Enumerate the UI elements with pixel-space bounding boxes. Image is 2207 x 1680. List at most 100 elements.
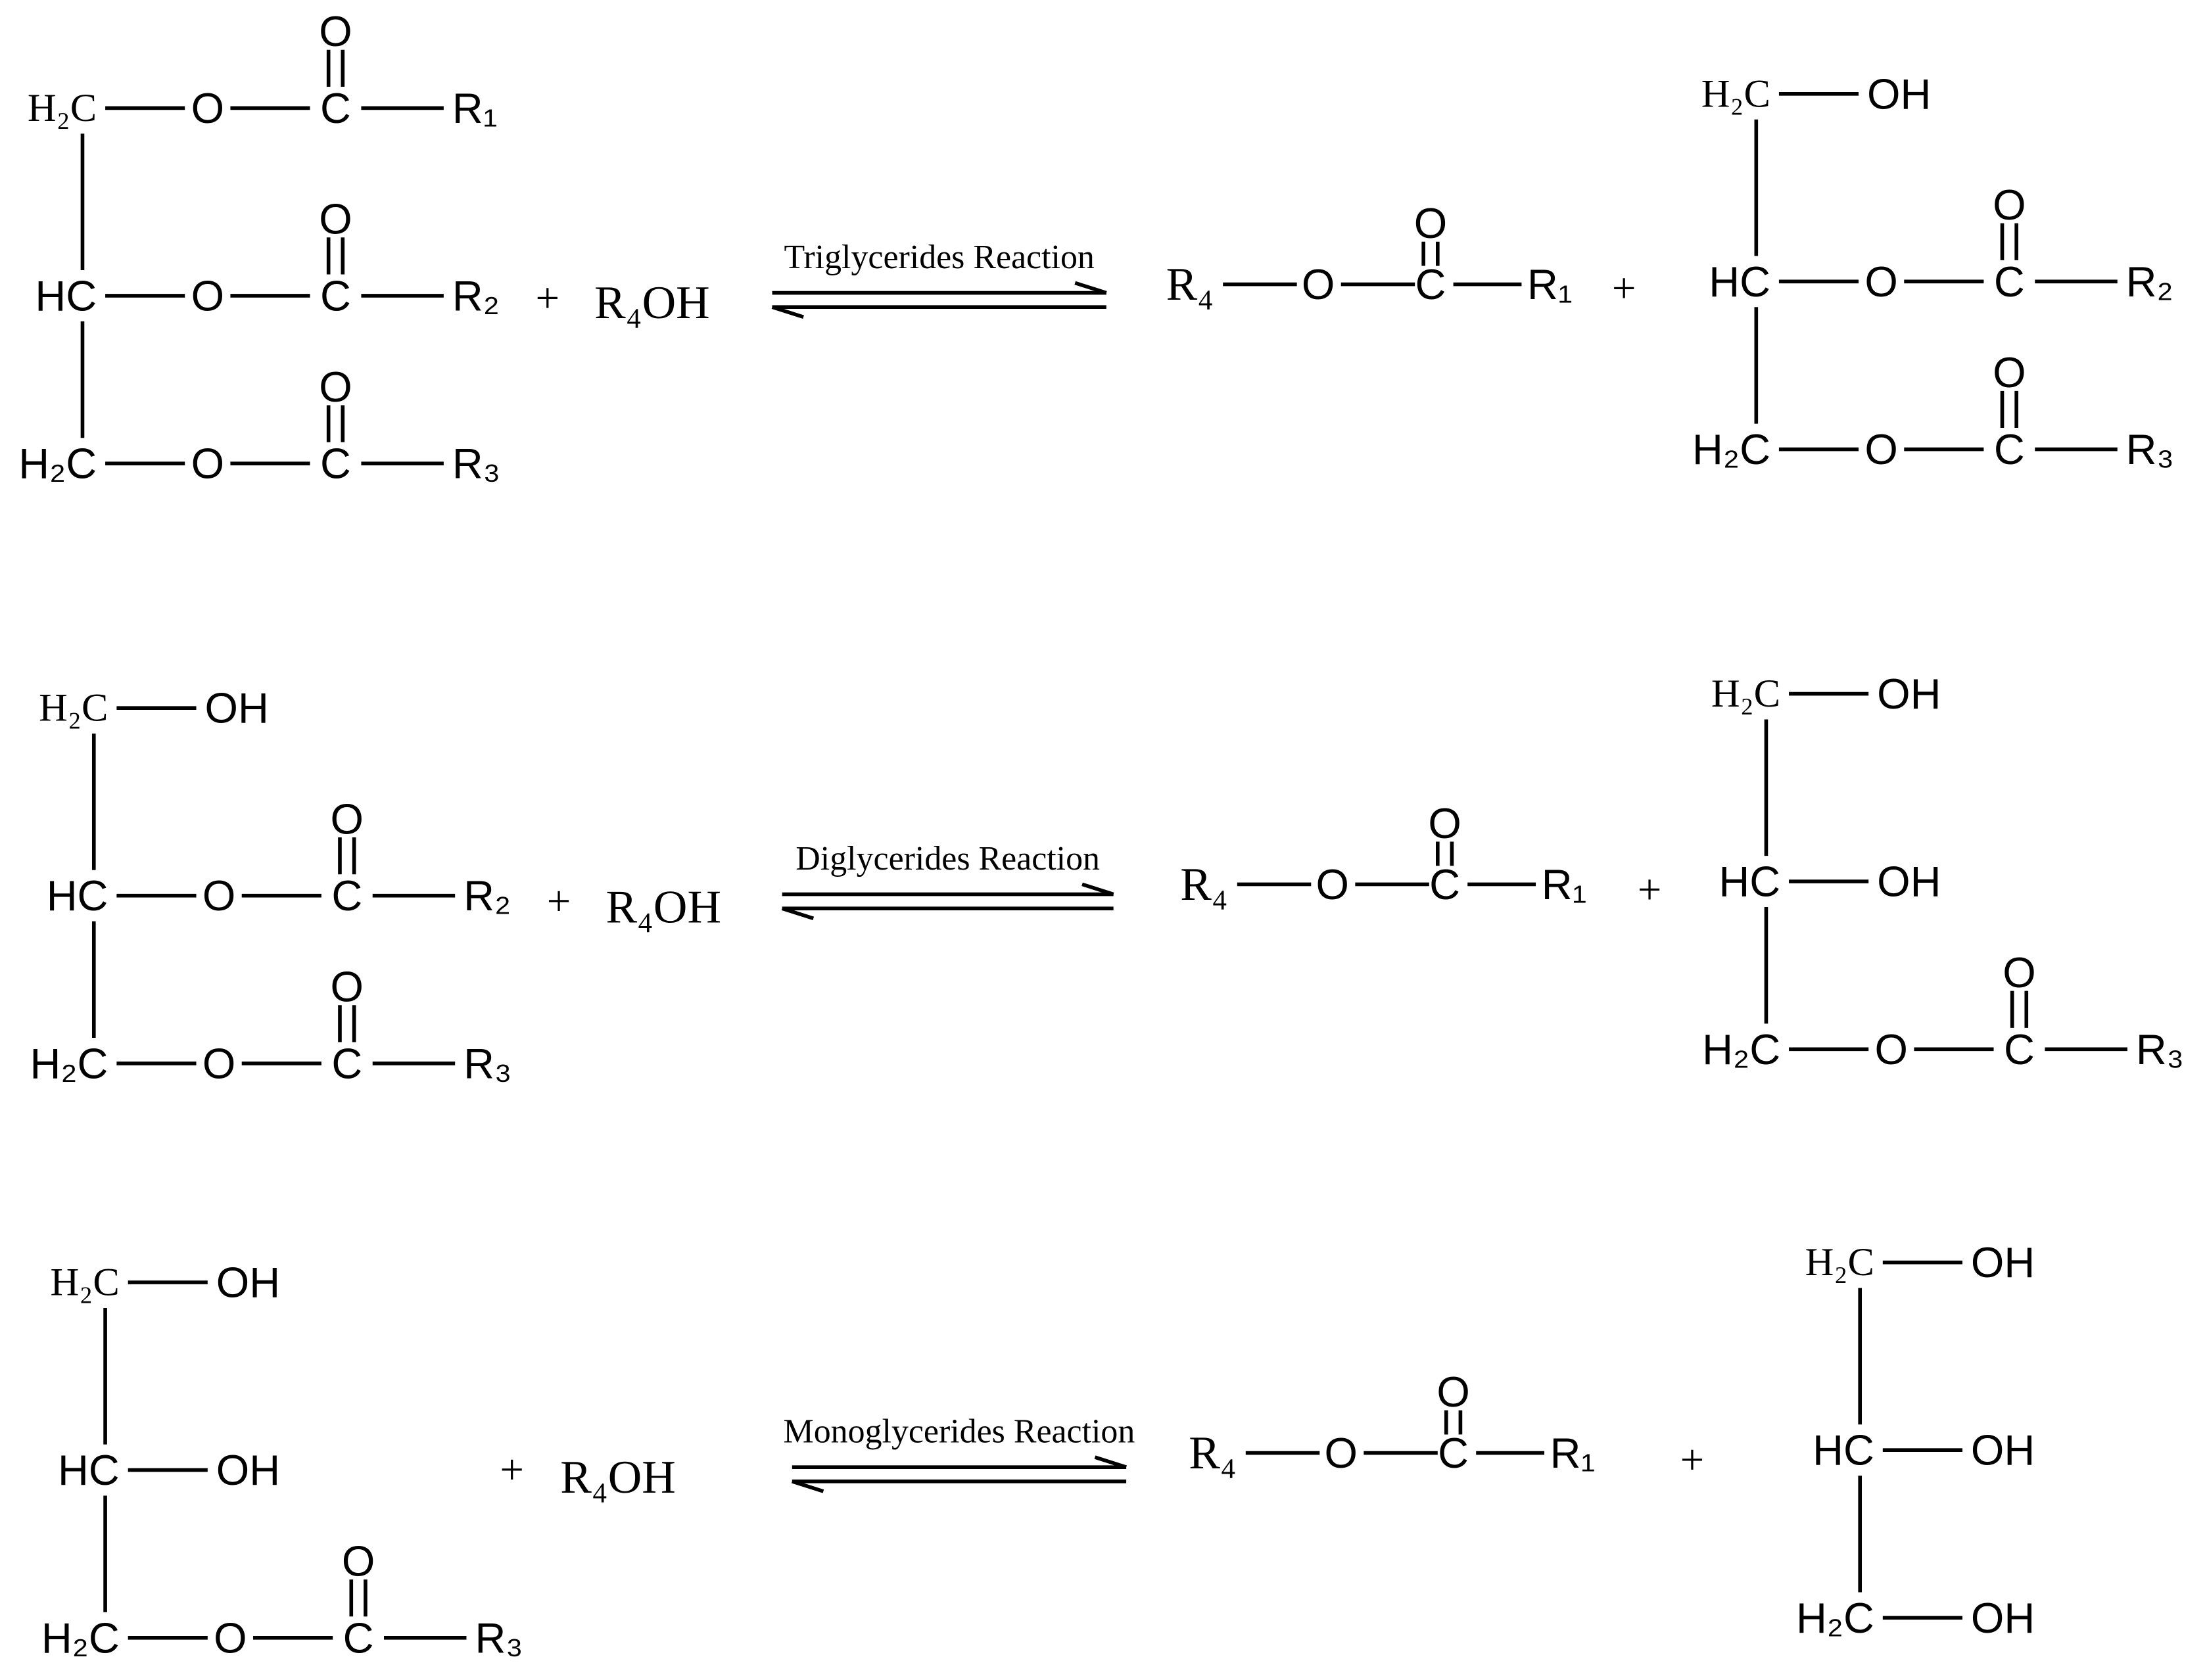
reaction-1-product-glyceride-row-2-ester-oxygen: O [1864,258,1897,306]
reaction-2-ester-product-ester-oxygen: O [1316,860,1349,908]
reaction-3-equilibrium-arrow-forward-half-head [1094,1455,1127,1469]
reaction-2-reactant-glyceride-row-3-ester-oxygen: O [202,1039,235,1087]
reaction-3-plus-sign-1: + [500,1447,524,1494]
reaction-2-equilibrium-arrow-reverse-half-head [781,906,815,920]
reaction-3-reactant-glyceride-row-3-carbonyl-carbon: C [343,1614,374,1662]
reaction-1-equilibrium-arrow-forward-half-head [1074,281,1107,295]
reaction-1-plus-sign-1: + [535,275,559,322]
reaction-1-plus-sign-2: + [1612,265,1636,312]
reaction-2-reactant-glyceride-row-2-ester-oxygen: O [202,872,235,920]
reaction-3-equilibrium-arrow-label: Monoglycerides Reaction [784,1413,1135,1451]
reaction-1-reactant-glyceride-row-3-r-group: R₃ [452,440,500,488]
reaction-1-reactant-glyceride-row-1-ester-oxygen: O [191,84,224,132]
reaction-2-reactant-glyceride-row-2-r-group: R₂ [463,872,511,920]
reaction-3-ester-product-ester-oxygen: O [1324,1429,1357,1477]
reaction-1-product-glyceride-row-3-ester-oxygen: O [1864,425,1897,473]
reaction-2-reactant-glyceride-row-3-carbon-label: H₂C [30,1039,108,1087]
reaction-1-reactant-glyceride-row-1-carbonyl-oxygen: O [319,7,352,55]
reaction-2-product-glyceride-row-3-r-group: R₃ [2136,1025,2184,1073]
reaction-2-product-glyceride-row-2-hydroxyl: OH [1877,858,1941,906]
reaction-1-reactant-glyceride-row-2-carbon-label: HC [35,271,97,319]
reaction-2-reactant-glyceride-row-1-hydroxyl: OH [204,684,268,732]
reaction-1-reactant-glyceride-row-2-carbonyl-carbon: C [320,271,351,319]
reaction-2-equilibrium-arrow-forward-half-head [1081,882,1114,897]
reaction-2-ester-product-carbonyl-carbon: C [1429,860,1460,908]
reaction-1-product-glyceride-row-2-carbonyl-oxygen: O [1993,181,2026,229]
reaction-1-ester-product-carbonyl-oxygen: O [1414,199,1447,247]
reaction-3-ester-product-carbonyl-carbon: C [1438,1429,1469,1477]
reaction-1-reactant-glyceride-row-2-carbonyl-oxygen: O [319,195,352,243]
reaction-2-product-glyceride-row-3-carbonyl-carbon: C [2004,1025,2035,1073]
reaction-1-equilibrium-arrow-label: Triglycerides Reaction [784,239,1094,276]
reaction-2-product-glyceride-row-3-carbonyl-oxygen: O [2003,948,2035,996]
reaction-1-reactant-glyceride-row-2-ester-oxygen: O [191,271,224,319]
reaction-3-alcohol-reagent: R₄OH [560,1451,676,1503]
reaction-1-product-glyceride-row-3-carbon-label: H₂C [1692,425,1770,473]
reaction-2-reactant-glyceride-row-1-carbon-label: H₂C [39,686,108,730]
reaction-3-reactant-glyceride-row-2-hydroxyl: OH [216,1446,280,1494]
reaction-1-reactant-glyceride-row-3-ester-oxygen: O [191,440,224,488]
reaction-1-reactant-glyceride-row-3-carbonyl-carbon: C [320,440,351,488]
reaction-1-ester-product-r-group: R₁ [1527,260,1573,308]
reaction-1-reactant-glyceride-row-1-r-group: R₁ [452,84,498,132]
reaction-3-plus-sign-2: + [1680,1436,1705,1483]
reaction-3-reactant-glyceride-row-3-ester-oxygen: O [214,1614,247,1662]
reaction-1-reactant-glyceride-row-2-r-group: R₂ [452,271,500,319]
reaction-2-product-glyceride-row-1-carbon-label: H₂C [1711,672,1780,716]
reaction-2-reactant-glyceride-row-3-r-group: R₃ [463,1039,511,1087]
reaction-1-product-glyceride-row-3-carbonyl-oxygen: O [1993,348,2026,396]
reaction-1-product-glyceride-row-1-hydroxyl: OH [1867,70,1931,118]
reaction-1-product-glyceride-row-1-carbon-label: H₂C [1701,72,1770,116]
reaction-1-reactant-glyceride-row-3-carbonyl-oxygen: O [319,363,352,411]
reaction-2-equilibrium-arrow-label: Diglycerides Reaction [795,840,1100,877]
reaction-2-equilibrium-arrow: Diglycerides Reaction [781,840,1114,920]
reaction-3-product-glyceride-row-2-carbon-label: HC [1813,1426,1874,1474]
reaction-3-ester-product-alkyl-group: R₄ [1189,1427,1236,1479]
reaction-1-alcohol-reagent: R₄OH [594,277,710,329]
reaction-3-reactant-glyceride-row-3-r-group: R₃ [475,1614,523,1662]
reaction-2-reactant-glyceride-row-2-carbonyl-oxygen: O [331,795,364,843]
reaction-2-reactant-glyceride-row-3-carbonyl-carbon: C [331,1039,362,1087]
reaction-2-plus-sign-1: + [547,877,571,925]
reaction-1-ester-product-carbonyl-carbon: C [1415,260,1446,308]
reaction-3-ester-product-r-group: R₁ [1550,1429,1596,1477]
reaction-1-equilibrium-arrow: Triglycerides Reaction [771,239,1107,319]
reaction-2-ester-product-alkyl-group: R₄ [1180,858,1227,910]
reaction-1-product-glyceride-row-2-carbonyl-carbon: C [1994,258,2025,306]
reaction-2-reactant-glyceride-row-2-carbon-label: HC [47,872,108,920]
reaction-1-reactant-glyceride-row-3-carbon-label: H₂C [18,440,97,488]
reaction-1-reactant-glyceride-row-1-carbonyl-carbon: C [320,84,351,132]
reaction-2-reactant-glyceride-row-3-carbonyl-oxygen: O [331,963,364,1011]
reaction-3-product-glyceride-row-1-hydroxyl: OH [1971,1238,2035,1286]
reaction-1-ester-product-ester-oxygen: O [1302,260,1335,308]
reaction-2-product-glyceride-row-3-ester-oxygen: O [1875,1025,1908,1073]
reaction-3-reactant-glyceride-row-1-carbon-label: H₂C [50,1261,119,1305]
reaction-2-product-glyceride-row-1-hydroxyl: OH [1877,670,1941,718]
reaction-1-ester-product-alkyl-group: R₄ [1166,258,1214,310]
reaction-2-ester-product-carbonyl-oxygen: O [1428,799,1461,847]
reaction-3-equilibrium-arrow-reverse-half-head [791,1480,824,1493]
reaction-3-product-glyceride-row-3-hydroxyl: OH [1971,1594,2035,1642]
reaction-1-product-glyceride-row-2-r-group: R₂ [2126,258,2173,306]
reaction-3-reactant-glyceride-row-2-carbon-label: HC [58,1446,120,1494]
reaction-2-alcohol-reagent: R₄OH [605,881,721,933]
reaction-2-product-glyceride-row-2-carbon-label: HC [1719,858,1780,906]
reaction-2-plus-sign-2: + [1638,866,1662,914]
reaction-1-product-glyceride-row-3-r-group: R₃ [2126,425,2174,473]
reaction-1-reactant-glyceride-row-1-carbon-label: H₂C [28,86,97,130]
reaction-3-product-glyceride-row-1-carbon-label: H₂C [1805,1240,1874,1284]
reaction-2-product-glyceride-row-3-carbon-label: H₂C [1702,1025,1780,1073]
reaction-1-product-glyceride-row-2-carbon-label: HC [1709,258,1770,306]
